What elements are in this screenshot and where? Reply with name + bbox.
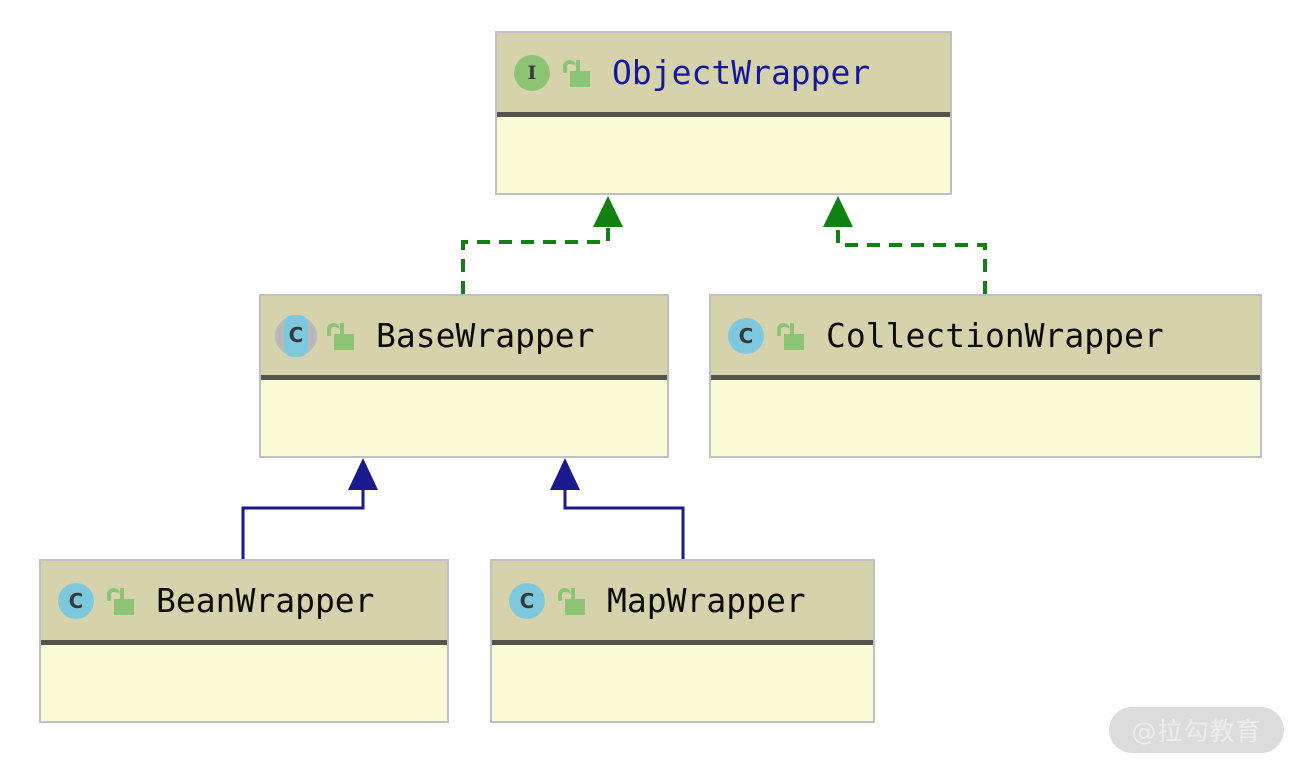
uml-class-objectwrapper[interactable]: I ObjectWrapper [495,31,952,195]
uml-header-collectionwrapper: C CollectionWrapper [711,296,1260,380]
uml-class-basewrapper[interactable]: C BaseWrapper [259,294,669,458]
watermark-badge: @拉勾教育 [1109,707,1284,753]
class-icon-letter: C [728,317,764,354]
interface-icon-letter: I [514,54,550,91]
uml-title-collectionwrapper: CollectionWrapper [826,316,1164,355]
open-padlock-icon [562,56,590,90]
uml-class-beanwrapper[interactable]: C BeanWrapper [39,559,449,723]
class-icon-letter: C [58,582,94,619]
open-padlock-icon [557,584,585,618]
abstract-class-stereotype-icon: C [275,314,317,357]
uml-class-mapwrapper[interactable]: C MapWrapper [490,559,875,723]
open-padlock-icon [776,319,804,353]
uml-body-objectwrapper [497,117,950,192]
interface-stereotype-icon: I [511,52,553,94]
uml-title-beanwrapper: BeanWrapper [156,581,375,620]
class-stereotype-icon: C [725,315,767,357]
watermark-text: @拉勾教育 [1131,717,1262,746]
edge-beanwrapper-extends-basewrapper [241,458,378,559]
uml-header-objectwrapper: I ObjectWrapper [497,33,950,117]
edge-collectionwrapper-implements-objectwrapper [823,196,987,294]
uml-body-mapwrapper [492,645,873,720]
class-stereotype-icon: C [506,580,548,622]
class-stereotype-icon: C [55,580,97,622]
uml-title-basewrapper: BaseWrapper [376,316,595,355]
edge-mapwrapper-extends-basewrapper [550,458,685,559]
uml-header-mapwrapper: C MapWrapper [492,561,873,645]
uml-title-objectwrapper: ObjectWrapper [612,53,871,92]
class-icon-letter: C [509,582,545,619]
open-padlock-icon [326,319,354,353]
uml-class-collectionwrapper[interactable]: C CollectionWrapper [709,294,1262,458]
uml-body-basewrapper [261,380,667,455]
abstract-class-icon-letter: C [288,322,304,347]
open-padlock-icon [106,584,134,618]
uml-title-mapwrapper: MapWrapper [607,581,806,620]
uml-body-collectionwrapper [711,380,1260,455]
uml-header-beanwrapper: C BeanWrapper [41,561,447,645]
edge-basewrapper-implements-objectwrapper [461,196,623,294]
uml-header-basewrapper: C BaseWrapper [261,296,667,380]
uml-body-beanwrapper [41,645,447,720]
